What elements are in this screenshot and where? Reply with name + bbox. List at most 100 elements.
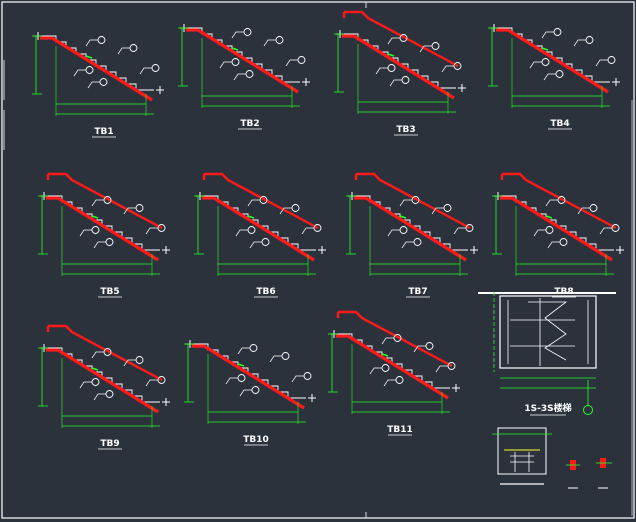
end-cross-marker — [612, 78, 620, 86]
stair-handrail — [356, 172, 471, 230]
stair-slab — [347, 334, 449, 400]
rebar-callout-circle — [251, 386, 260, 394]
rebar-callout-circle — [157, 376, 166, 384]
rebar-callout-circle — [91, 226, 100, 234]
stair-slab — [197, 28, 299, 94]
callout-leader — [419, 45, 432, 53]
stair-slab — [511, 196, 613, 262]
rebar-mark — [231, 47, 239, 51]
callout-leader — [401, 241, 414, 249]
stair-slab — [353, 34, 455, 100]
end-cross-marker — [458, 84, 466, 92]
rebar-callout-circle — [291, 204, 300, 212]
detail-label: TB7 — [408, 287, 427, 297]
callout-leader — [301, 227, 314, 235]
callout-leader — [139, 67, 152, 75]
stair-handrail — [502, 172, 617, 230]
end-cross-marker — [616, 246, 624, 254]
stair-slab — [507, 28, 609, 94]
callout-leader — [235, 229, 248, 237]
stair-detail-tb6: TB6 — [194, 172, 326, 298]
callout-leader — [93, 393, 106, 401]
rebar-callout-circle — [431, 42, 440, 50]
callout-leader — [533, 229, 546, 237]
callout-leader — [285, 59, 298, 67]
end-cross-marker — [452, 384, 460, 392]
detail-label: TB2 — [240, 119, 259, 129]
callout-leader — [237, 347, 250, 355]
rebar-callout-circle — [545, 226, 554, 234]
callout-leader — [233, 73, 246, 81]
rebar-mark — [387, 53, 395, 57]
callout-leader — [247, 199, 260, 207]
rebar-callout-circle — [97, 36, 106, 44]
callout-leader — [291, 375, 304, 383]
rebar-mark — [247, 215, 255, 219]
small-section-details — [492, 427, 612, 489]
stair-handrail — [338, 310, 453, 368]
callout-leader — [541, 31, 554, 39]
end-cross-marker — [162, 398, 170, 406]
stair-slab — [51, 36, 153, 102]
rebar-callout-circle — [135, 356, 144, 364]
rebar-callout-circle — [465, 224, 474, 232]
rebar-callout-circle — [237, 374, 246, 382]
end-cross-marker — [318, 246, 326, 254]
rebar-callout-circle — [559, 238, 568, 246]
rebar-callout-circle — [395, 376, 404, 384]
rebar-callout-circle — [105, 390, 114, 398]
plan-axis-bubble — [583, 405, 593, 415]
stair-handrail — [48, 324, 163, 382]
callout-leader — [231, 31, 244, 39]
callout-leader — [599, 227, 612, 235]
callout-leader — [577, 207, 590, 215]
rebar-callout-circle — [541, 58, 550, 66]
plan-arrow-path — [528, 301, 568, 361]
rebar-callout-circle — [247, 226, 256, 234]
stair-detail-tb4: TB4 — [488, 24, 620, 130]
stair-slab — [57, 196, 159, 262]
rebar-callout-circle — [381, 364, 390, 372]
callout-leader — [453, 227, 466, 235]
rebar-callout-circle — [157, 224, 166, 232]
callout-leader — [117, 47, 130, 55]
callout-leader — [387, 37, 400, 45]
rebar-callout-circle — [611, 224, 620, 232]
callout-leader — [123, 359, 136, 367]
rebar-callout-circle — [585, 36, 594, 44]
rebar-callout-circle — [231, 58, 240, 66]
rebar-callout-circle — [411, 196, 420, 204]
rebar-mark — [545, 215, 553, 219]
stair-handrail — [204, 172, 319, 230]
end-cross-marker — [156, 86, 164, 94]
stair-detail-tb3: TB3 — [334, 10, 466, 136]
callout-leader — [79, 381, 92, 389]
rebar-mark — [91, 367, 99, 371]
callout-leader — [545, 199, 558, 207]
rebar-callout-circle — [425, 342, 434, 350]
rebar-callout-circle — [259, 196, 268, 204]
end-cross-marker — [308, 394, 316, 402]
callout-leader — [73, 69, 86, 77]
stair-handrail — [344, 10, 459, 68]
stair-detail-tb5: TB5 — [38, 172, 170, 298]
callout-leader — [269, 355, 282, 363]
rebar-callout-circle — [103, 196, 112, 204]
detail-label: TB9 — [100, 439, 119, 449]
detail-label: TB1 — [94, 127, 113, 137]
rebar-callout-circle — [135, 204, 144, 212]
rebar-callout-circle — [303, 372, 312, 380]
rebar-callout-circle — [261, 238, 270, 246]
rebar-callout-circle — [553, 28, 562, 36]
rebar-callout-circle — [99, 78, 108, 86]
section-box — [497, 427, 547, 475]
callout-leader — [263, 39, 276, 47]
rebar-callout-circle — [413, 238, 422, 246]
callout-leader — [79, 229, 92, 237]
rebar-mark — [541, 47, 549, 51]
rebar-callout-circle — [401, 76, 410, 84]
rebar-callout-circle — [151, 64, 160, 72]
callout-leader — [529, 61, 542, 69]
plan-outline — [499, 295, 597, 369]
